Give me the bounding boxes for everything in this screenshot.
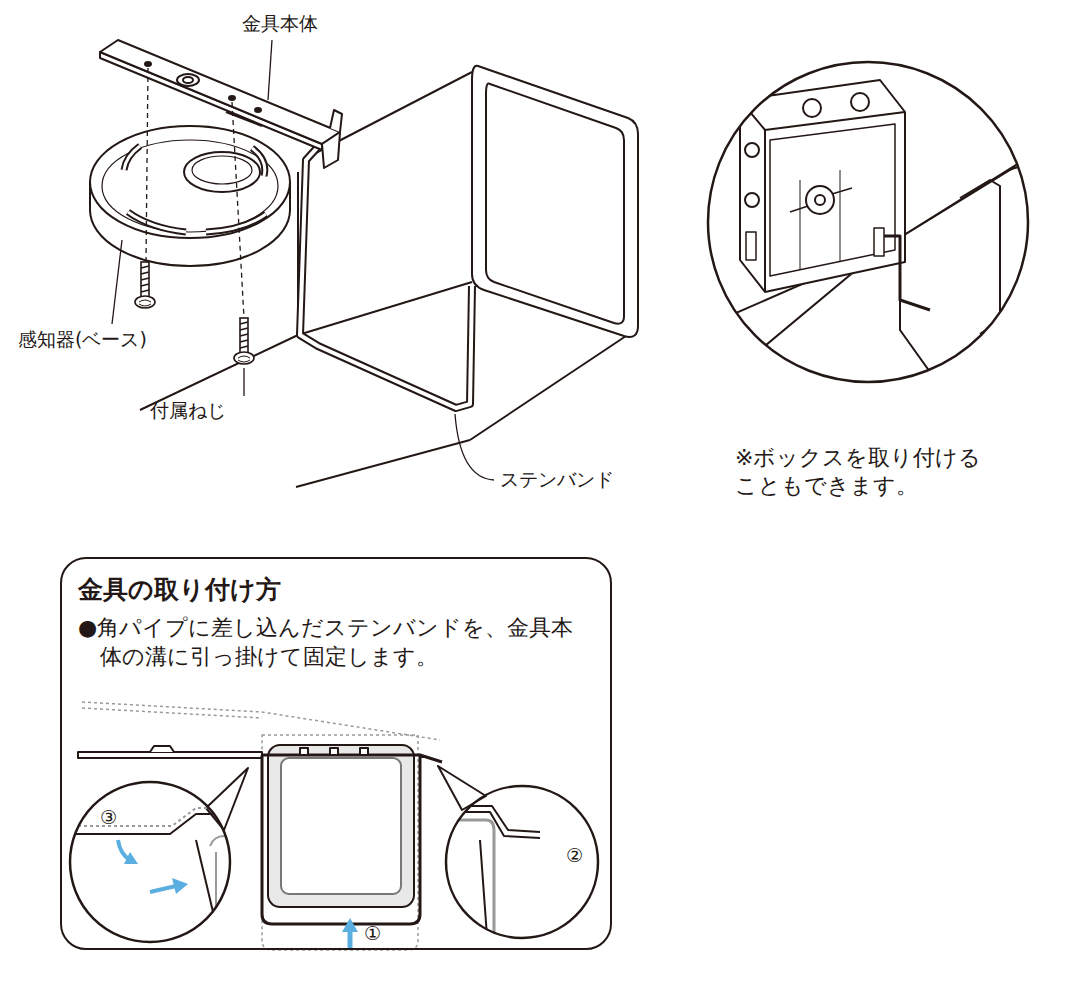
alignment-lines: [146, 68, 244, 318]
part-label: 金具本体: [242, 12, 318, 36]
callout-number: ③: [100, 806, 117, 830]
box-body: ●角パイプに差し込んだステンバンドを、金具本体の溝に引っ掛けて固定します。: [78, 613, 594, 672]
part-label: 付属ねじ: [150, 399, 226, 423]
band-fitting-illustration: [60, 702, 598, 950]
sensor-base: [90, 126, 290, 266]
part-label: ステンバンド: [500, 468, 614, 492]
info-box: 金具の取り付け方 ●角パイプに差し込んだステンバンドを、金具本体の溝に引っ掛けて固…: [60, 557, 612, 950]
stainless-band: [300, 138, 472, 408]
part-label: 感知器(ベース): [18, 328, 147, 352]
callout-number: ①: [364, 922, 381, 946]
screws: [135, 262, 254, 364]
callout-number: ②: [566, 844, 583, 868]
leader-lines: [112, 40, 494, 480]
box-detail: [700, 62, 1040, 400]
note-text: ※ボックスを取り付ける こともできます。: [735, 444, 1025, 499]
box-heading: 金具の取り付け方: [78, 573, 594, 607]
